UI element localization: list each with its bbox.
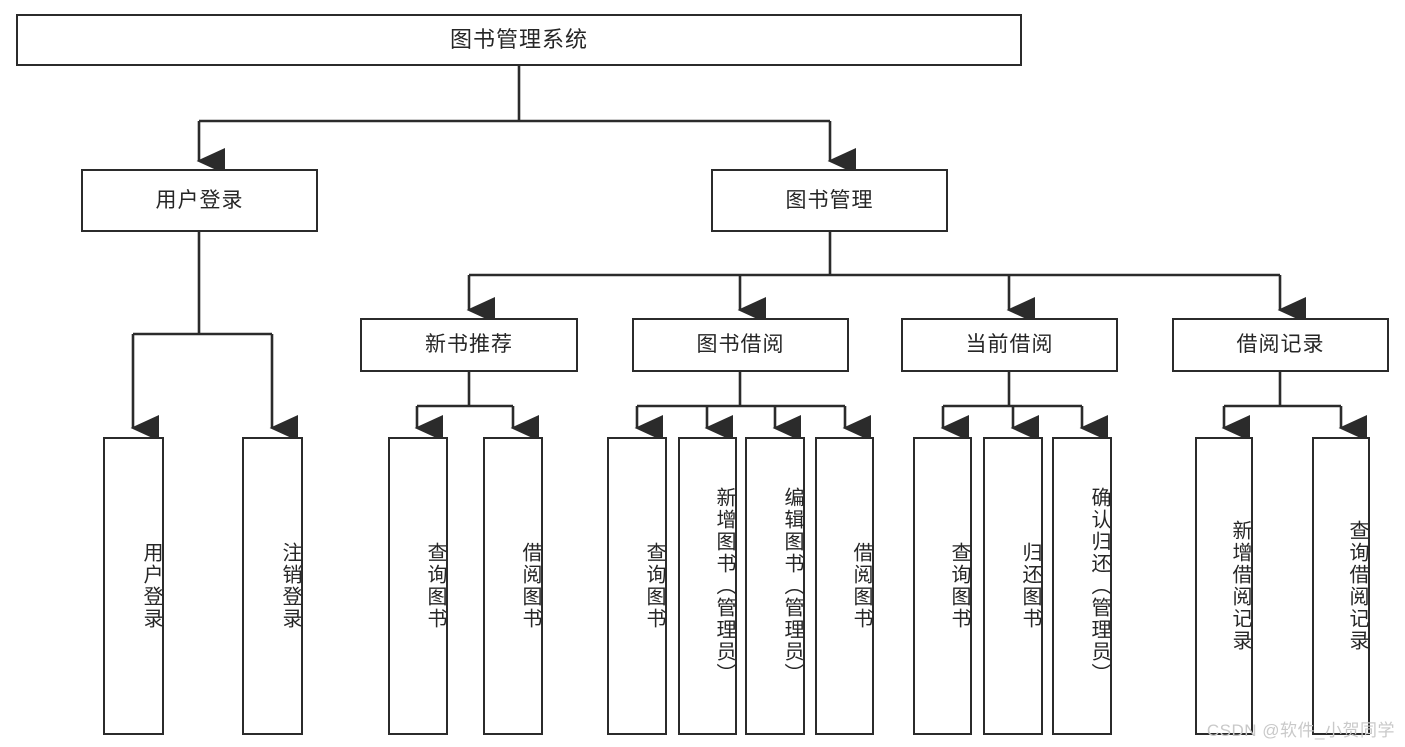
- csdn-watermark: CSDN @软件_小贺同学: [1206, 721, 1395, 740]
- node-current-borrow[interactable]: 当前借阅: [901, 318, 1118, 372]
- node-book-borrow[interactable]: 图书借阅: [632, 318, 849, 372]
- leaf-user-login-login[interactable]: 用户登录: [103, 437, 164, 735]
- leaf-new-book-query-book[interactable]: 查询图书: [388, 437, 448, 735]
- leaf-label: 查询借阅记录: [1346, 520, 1368, 652]
- leaf-book-borrow-add-book-admin[interactable]: 新增图书（管理员）: [678, 437, 737, 735]
- leaf-new-book-borrow-book[interactable]: 借阅图书: [483, 437, 543, 735]
- leaf-user-login-logout[interactable]: 注销登录: [242, 437, 303, 735]
- node-borrow-record[interactable]: 借阅记录: [1172, 318, 1389, 372]
- leaf-label: 新增借阅记录: [1229, 520, 1251, 652]
- leaf-label: 借阅图书: [519, 542, 541, 630]
- leaf-book-borrow-query-book[interactable]: 查询图书: [607, 437, 667, 735]
- leaf-label: 编辑图书（管理员）: [781, 487, 803, 685]
- leaf-label: 用户登录: [140, 542, 162, 630]
- node-root-book-management-system[interactable]: 图书管理系统: [16, 14, 1022, 66]
- node-book-management[interactable]: 图书管理: [711, 169, 948, 232]
- leaf-label: 查询图书: [948, 542, 970, 630]
- leaf-borrow-record-query-record[interactable]: 查询借阅记录: [1312, 437, 1370, 735]
- leaf-label: 注销登录: [279, 542, 301, 630]
- leaf-current-borrow-confirm-return-admin[interactable]: 确认归还（管理员）: [1052, 437, 1112, 735]
- leaf-label: 借阅图书: [850, 542, 872, 630]
- node-new-book-recommend[interactable]: 新书推荐: [360, 318, 578, 372]
- leaf-current-borrow-return-book[interactable]: 归还图书: [983, 437, 1043, 735]
- leaf-label: 归还图书: [1019, 542, 1041, 630]
- leaf-label: 查询图书: [643, 542, 665, 630]
- leaf-book-borrow-borrow-book[interactable]: 借阅图书: [815, 437, 874, 735]
- leaf-label: 新增图书（管理员）: [713, 487, 735, 685]
- leaf-label: 查询图书: [424, 542, 446, 630]
- node-user-login[interactable]: 用户登录: [81, 169, 318, 232]
- leaf-book-borrow-edit-book-admin[interactable]: 编辑图书（管理员）: [745, 437, 805, 735]
- leaf-current-borrow-query-book[interactable]: 查询图书: [913, 437, 972, 735]
- leaf-borrow-record-add-record[interactable]: 新增借阅记录: [1195, 437, 1253, 735]
- leaf-label: 确认归还（管理员）: [1088, 487, 1110, 685]
